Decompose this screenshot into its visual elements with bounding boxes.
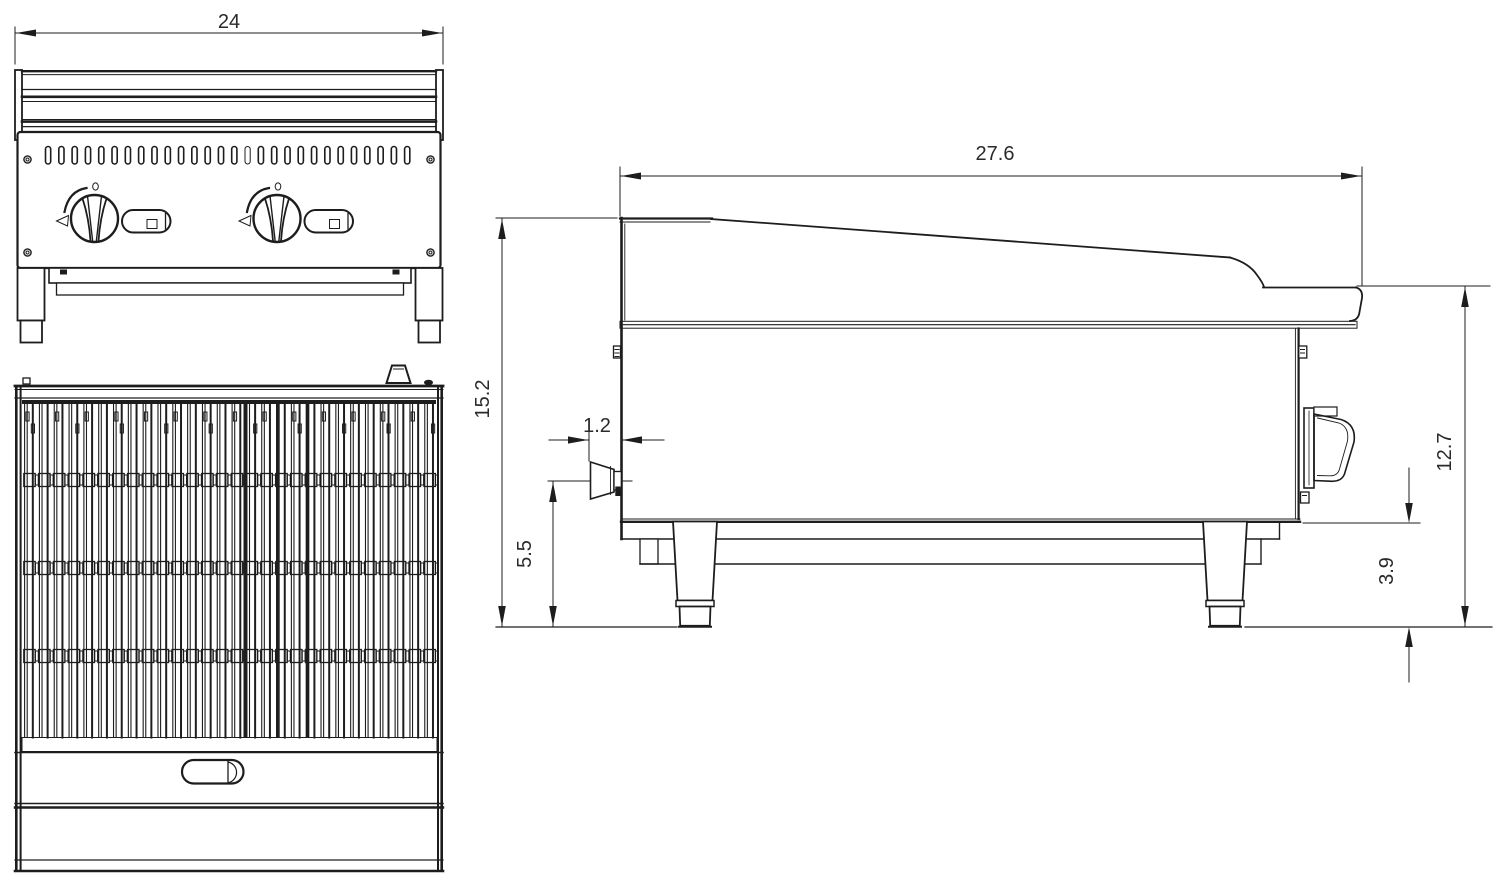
tray-handle	[180, 758, 245, 785]
arrowhead-right	[422, 29, 442, 37]
vent-slot-filled	[244, 146, 251, 165]
vent-slot	[124, 145, 132, 165]
vent-slot	[97, 145, 105, 165]
side-view: 27.6 15.2 1.2 5.5	[472, 143, 1493, 683]
grill-grate	[23, 403, 439, 739]
dimension-depth: 27.6	[619, 143, 1363, 286]
overall-height-dimension-label: 15.2	[472, 380, 494, 419]
vent-slot	[57, 145, 65, 165]
vent-slot	[337, 145, 345, 165]
left-tab	[22, 377, 31, 385]
vent-slot	[137, 145, 145, 165]
control-knobs	[55, 182, 354, 244]
griddle-plate	[619, 320, 1358, 329]
grease-tray	[48, 267, 412, 296]
dimension-overall-height: 15.2	[472, 217, 618, 628]
vent-slot	[297, 145, 305, 165]
grate-top-bar	[22, 400, 436, 404]
vent-slot	[204, 145, 212, 165]
front-clip	[612, 345, 622, 359]
grate-bottom-strip	[21, 737, 438, 752]
griddle-top-edge	[14, 69, 444, 141]
back-latch	[1298, 345, 1308, 359]
vent-slot	[151, 145, 158, 165]
cooking-height-dimension-label: 12.7	[1434, 433, 1456, 472]
screw-icon	[426, 248, 435, 257]
vent-slot	[84, 145, 92, 165]
vent-slot	[377, 145, 384, 165]
knob-position-dot	[92, 182, 99, 191]
front-left-leg	[16, 267, 46, 344]
vent-slot	[363, 145, 371, 165]
vent-slot	[230, 145, 238, 165]
vent-slot	[403, 145, 411, 165]
front-width-dimension-label: 24	[218, 11, 240, 33]
arrowhead-left	[16, 29, 36, 37]
vent-slot	[390, 145, 398, 165]
drain-knob	[385, 364, 412, 384]
vent-slot	[111, 145, 118, 165]
vent-slot	[310, 145, 318, 165]
rear-bump	[424, 379, 433, 386]
rotate-arrow-icon	[63, 186, 88, 214]
leg-clearance-dimension-label: 3.9	[1376, 557, 1398, 585]
vent-slot	[257, 145, 265, 165]
burner-knob	[55, 182, 172, 244]
vent-slot	[323, 145, 331, 165]
screw-icon	[426, 155, 435, 164]
side-profile	[612, 216, 1364, 541]
under-frame	[620, 521, 1281, 565]
depth-dimension-label: 27.6	[976, 143, 1015, 165]
burner-knob	[237, 182, 354, 244]
grate-teeth-strip	[21, 101, 437, 120]
dimension-knob-projection: 1.2	[548, 415, 665, 462]
knob-projection-dimension-label: 1.2	[583, 415, 611, 437]
vent-slot	[71, 145, 79, 165]
rotate-arrow-icon	[245, 186, 271, 214]
knob-height-dimension-label: 5.5	[514, 540, 536, 568]
valve-handle	[1313, 413, 1356, 483]
gas-valve	[1299, 406, 1356, 504]
dimension-leg-clearance: 3.9	[1302, 467, 1421, 683]
left-end-cap	[14, 69, 23, 141]
side-front-leg	[672, 520, 718, 628]
vent-slot	[350, 145, 358, 165]
right-end-cap	[435, 69, 444, 141]
screw-icon	[23, 248, 32, 257]
grate-center-divider	[243, 404, 248, 738]
dimension-knob-height: 5.5	[514, 480, 633, 628]
pilot-label	[121, 209, 172, 234]
top-view	[13, 364, 445, 873]
vent-slot	[191, 145, 198, 165]
dimension-cooking-height: 12.7	[1356, 285, 1491, 627]
vent-slot	[217, 145, 225, 165]
side-rear-leg	[1202, 520, 1248, 628]
vent-slot	[177, 145, 185, 165]
screw-icon	[23, 155, 32, 164]
vent-slot	[44, 145, 52, 165]
vent-slot	[164, 145, 172, 165]
side-control-knob	[589, 460, 622, 501]
knob-position-dot	[274, 182, 282, 191]
front-view: 24	[14, 11, 444, 344]
pilot-label	[303, 209, 354, 234]
vent-slot	[284, 145, 291, 165]
vent-slot	[270, 145, 278, 165]
dimension-front-width: 24	[14, 11, 444, 65]
front-right-leg	[414, 267, 444, 344]
panel-screws	[23, 155, 435, 257]
vent-slots	[44, 145, 411, 165]
